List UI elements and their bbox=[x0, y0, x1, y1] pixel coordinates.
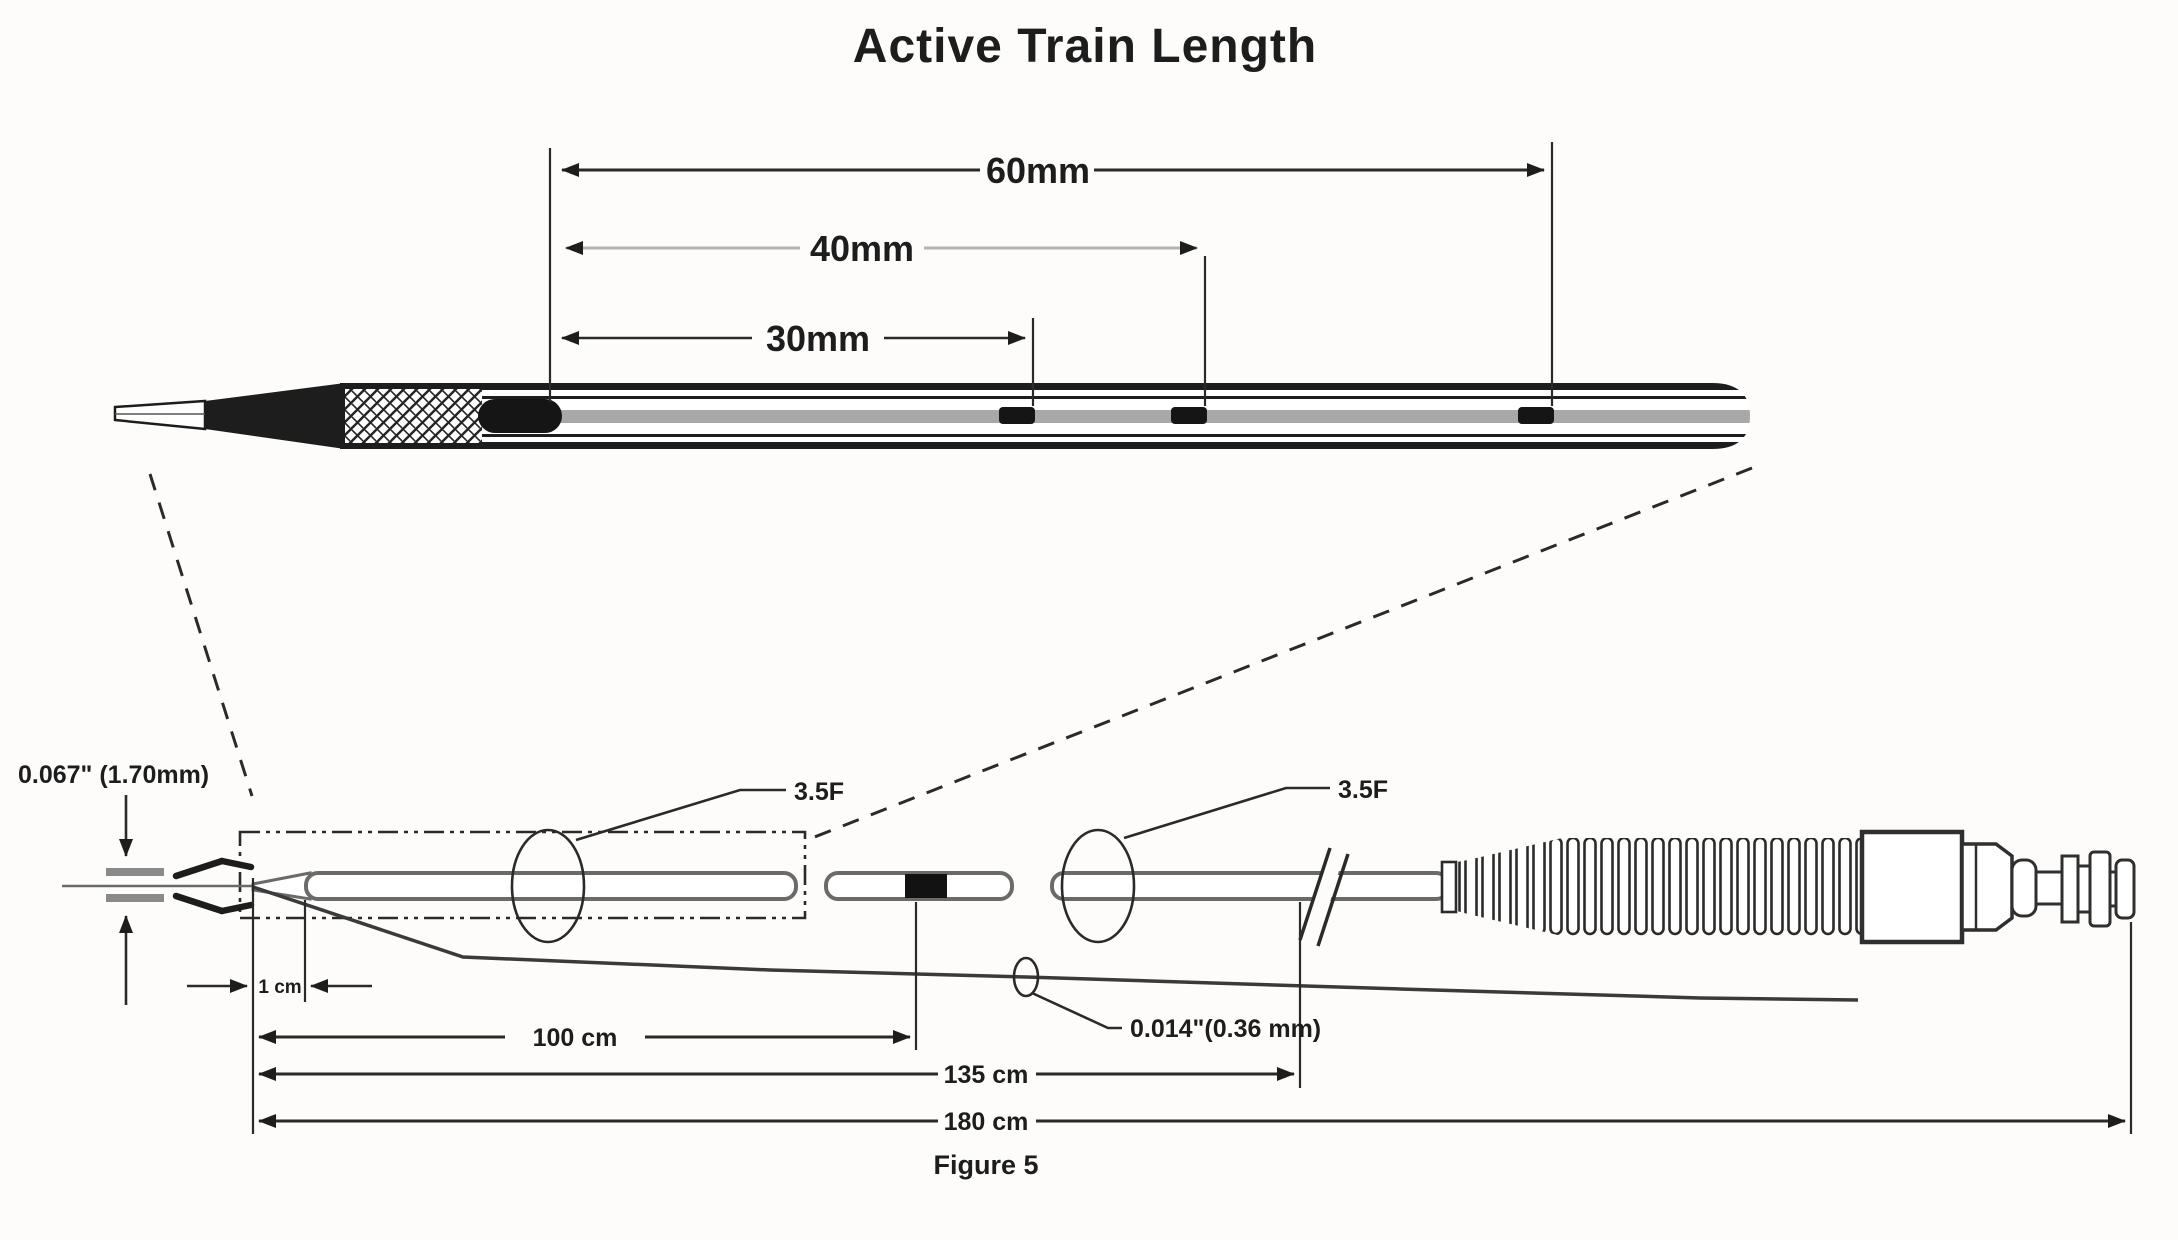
tip-collar-top bbox=[106, 868, 164, 876]
strain-relief bbox=[1446, 838, 1862, 936]
dim-label-60mm: 60mm bbox=[986, 150, 1090, 191]
distal-tip-needle bbox=[113, 399, 207, 431]
top-detail-view bbox=[113, 383, 1750, 449]
callout-ellipse-distal bbox=[510, 828, 586, 944]
page-title: Active Train Length bbox=[853, 20, 1317, 73]
guidewire bbox=[252, 885, 1859, 1002]
connector bbox=[1859, 829, 2136, 945]
figure-caption: Figure 5 bbox=[933, 1150, 1038, 1180]
label-180cm: 180 cm bbox=[944, 1108, 1029, 1136]
connector-end-cap bbox=[2114, 858, 2136, 920]
tip-collar-bottom bbox=[106, 894, 164, 902]
strain-relief-collar bbox=[1440, 860, 1458, 914]
label-100cm: 100 cm bbox=[533, 1024, 618, 1052]
connector-ring-3 bbox=[2088, 850, 2112, 928]
leader-3.5F-proximal bbox=[1123, 786, 1330, 840]
length-dimensions bbox=[119, 795, 2133, 1134]
marker-band-0 bbox=[478, 399, 562, 433]
shaft-segment-1 bbox=[304, 871, 798, 901]
leader-3.5F-distal bbox=[575, 788, 786, 842]
tip-taper bbox=[205, 383, 345, 449]
callout-ellipse-proximal bbox=[1060, 828, 1136, 944]
shaft-marker-band bbox=[905, 874, 947, 898]
label-guidewire-od: 0.014"(0.36 mm) bbox=[1130, 1015, 1321, 1043]
coil-section bbox=[345, 389, 482, 443]
connector-ring-2 bbox=[2076, 864, 2092, 914]
train-length-dimensions bbox=[548, 142, 1554, 406]
full-device-view bbox=[62, 786, 2136, 1030]
label-tip-od: 0.067" (1.70mm) bbox=[18, 761, 209, 789]
marker-band-60mm bbox=[1518, 407, 1554, 424]
break-slash-1 bbox=[1298, 847, 1332, 941]
leader-guidewire-size bbox=[1031, 991, 1122, 1030]
detail-leader-left bbox=[148, 473, 254, 797]
label-3.5F-distal: 3.5F bbox=[794, 778, 844, 806]
dim-label-40mm: 40mm bbox=[810, 228, 914, 269]
break-slash-2 bbox=[1316, 853, 1350, 947]
label-1cm: 1 cm bbox=[258, 977, 301, 998]
marker-band-30mm bbox=[999, 407, 1035, 424]
connector-nose bbox=[2010, 858, 2038, 918]
break-gap bbox=[1302, 846, 1346, 944]
spring-tip-symbol bbox=[172, 857, 255, 915]
connector-body bbox=[1859, 829, 1965, 945]
label-135cm: 135 cm bbox=[944, 1061, 1029, 1089]
callout-ellipse-guidewire bbox=[1012, 956, 1040, 998]
dim-label-30mm: 30mm bbox=[766, 318, 870, 359]
detail-leader-right bbox=[811, 466, 1753, 840]
connector-ring-1 bbox=[2060, 854, 2080, 924]
label-3.5F-proximal: 3.5F bbox=[1338, 776, 1388, 804]
connector-neck bbox=[2034, 870, 2064, 906]
catheter-shaft-magnified bbox=[340, 383, 1750, 449]
marker-band-40mm bbox=[1171, 407, 1207, 424]
shaft-segment-3 bbox=[1050, 871, 1450, 901]
detail-zoom-box bbox=[238, 830, 807, 920]
connector-bevel bbox=[1960, 842, 2014, 932]
